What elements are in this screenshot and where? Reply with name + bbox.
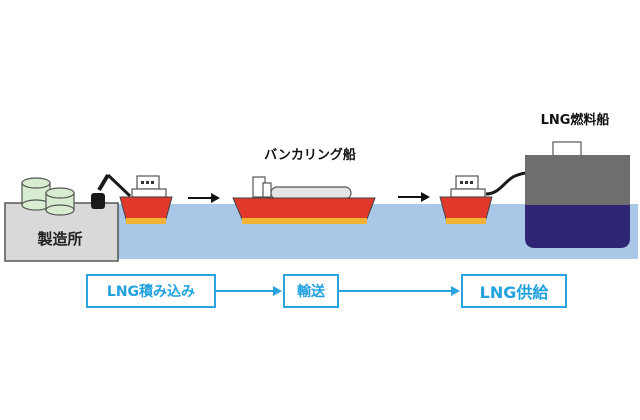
supply-hose: [485, 171, 528, 196]
step-lng-loading: LNG積み込み: [86, 274, 216, 308]
flow-arrow: [188, 193, 220, 203]
plant-label: 製造所: [37, 230, 83, 248]
bunkering-ship-loading: [119, 175, 173, 224]
bunkering-ship-supply: [439, 175, 493, 224]
fuel-ship-lower-hull: [525, 205, 630, 248]
bunkering-ship-label: バンカリング船: [264, 148, 356, 163]
step-lng-supply: LNG供給: [461, 274, 567, 308]
step-arrow: [339, 286, 460, 296]
storage-tank-icon: [45, 187, 75, 216]
fuel-ship-upper-hull: [525, 155, 630, 205]
lng-fuel-ship: [525, 141, 630, 248]
loading-arm-icon: [91, 173, 132, 209]
flow-arrow: [398, 192, 430, 202]
lng-plant: [4, 173, 132, 262]
step-transport: 輸送: [283, 274, 339, 308]
step-arrow: [216, 286, 282, 296]
lng-fuel-ship-label: LNG燃料船: [540, 113, 610, 128]
storage-tank-icon: [21, 177, 51, 211]
bunkering-ship-large: [232, 176, 376, 224]
fuel-ship-bridge: [552, 141, 582, 157]
